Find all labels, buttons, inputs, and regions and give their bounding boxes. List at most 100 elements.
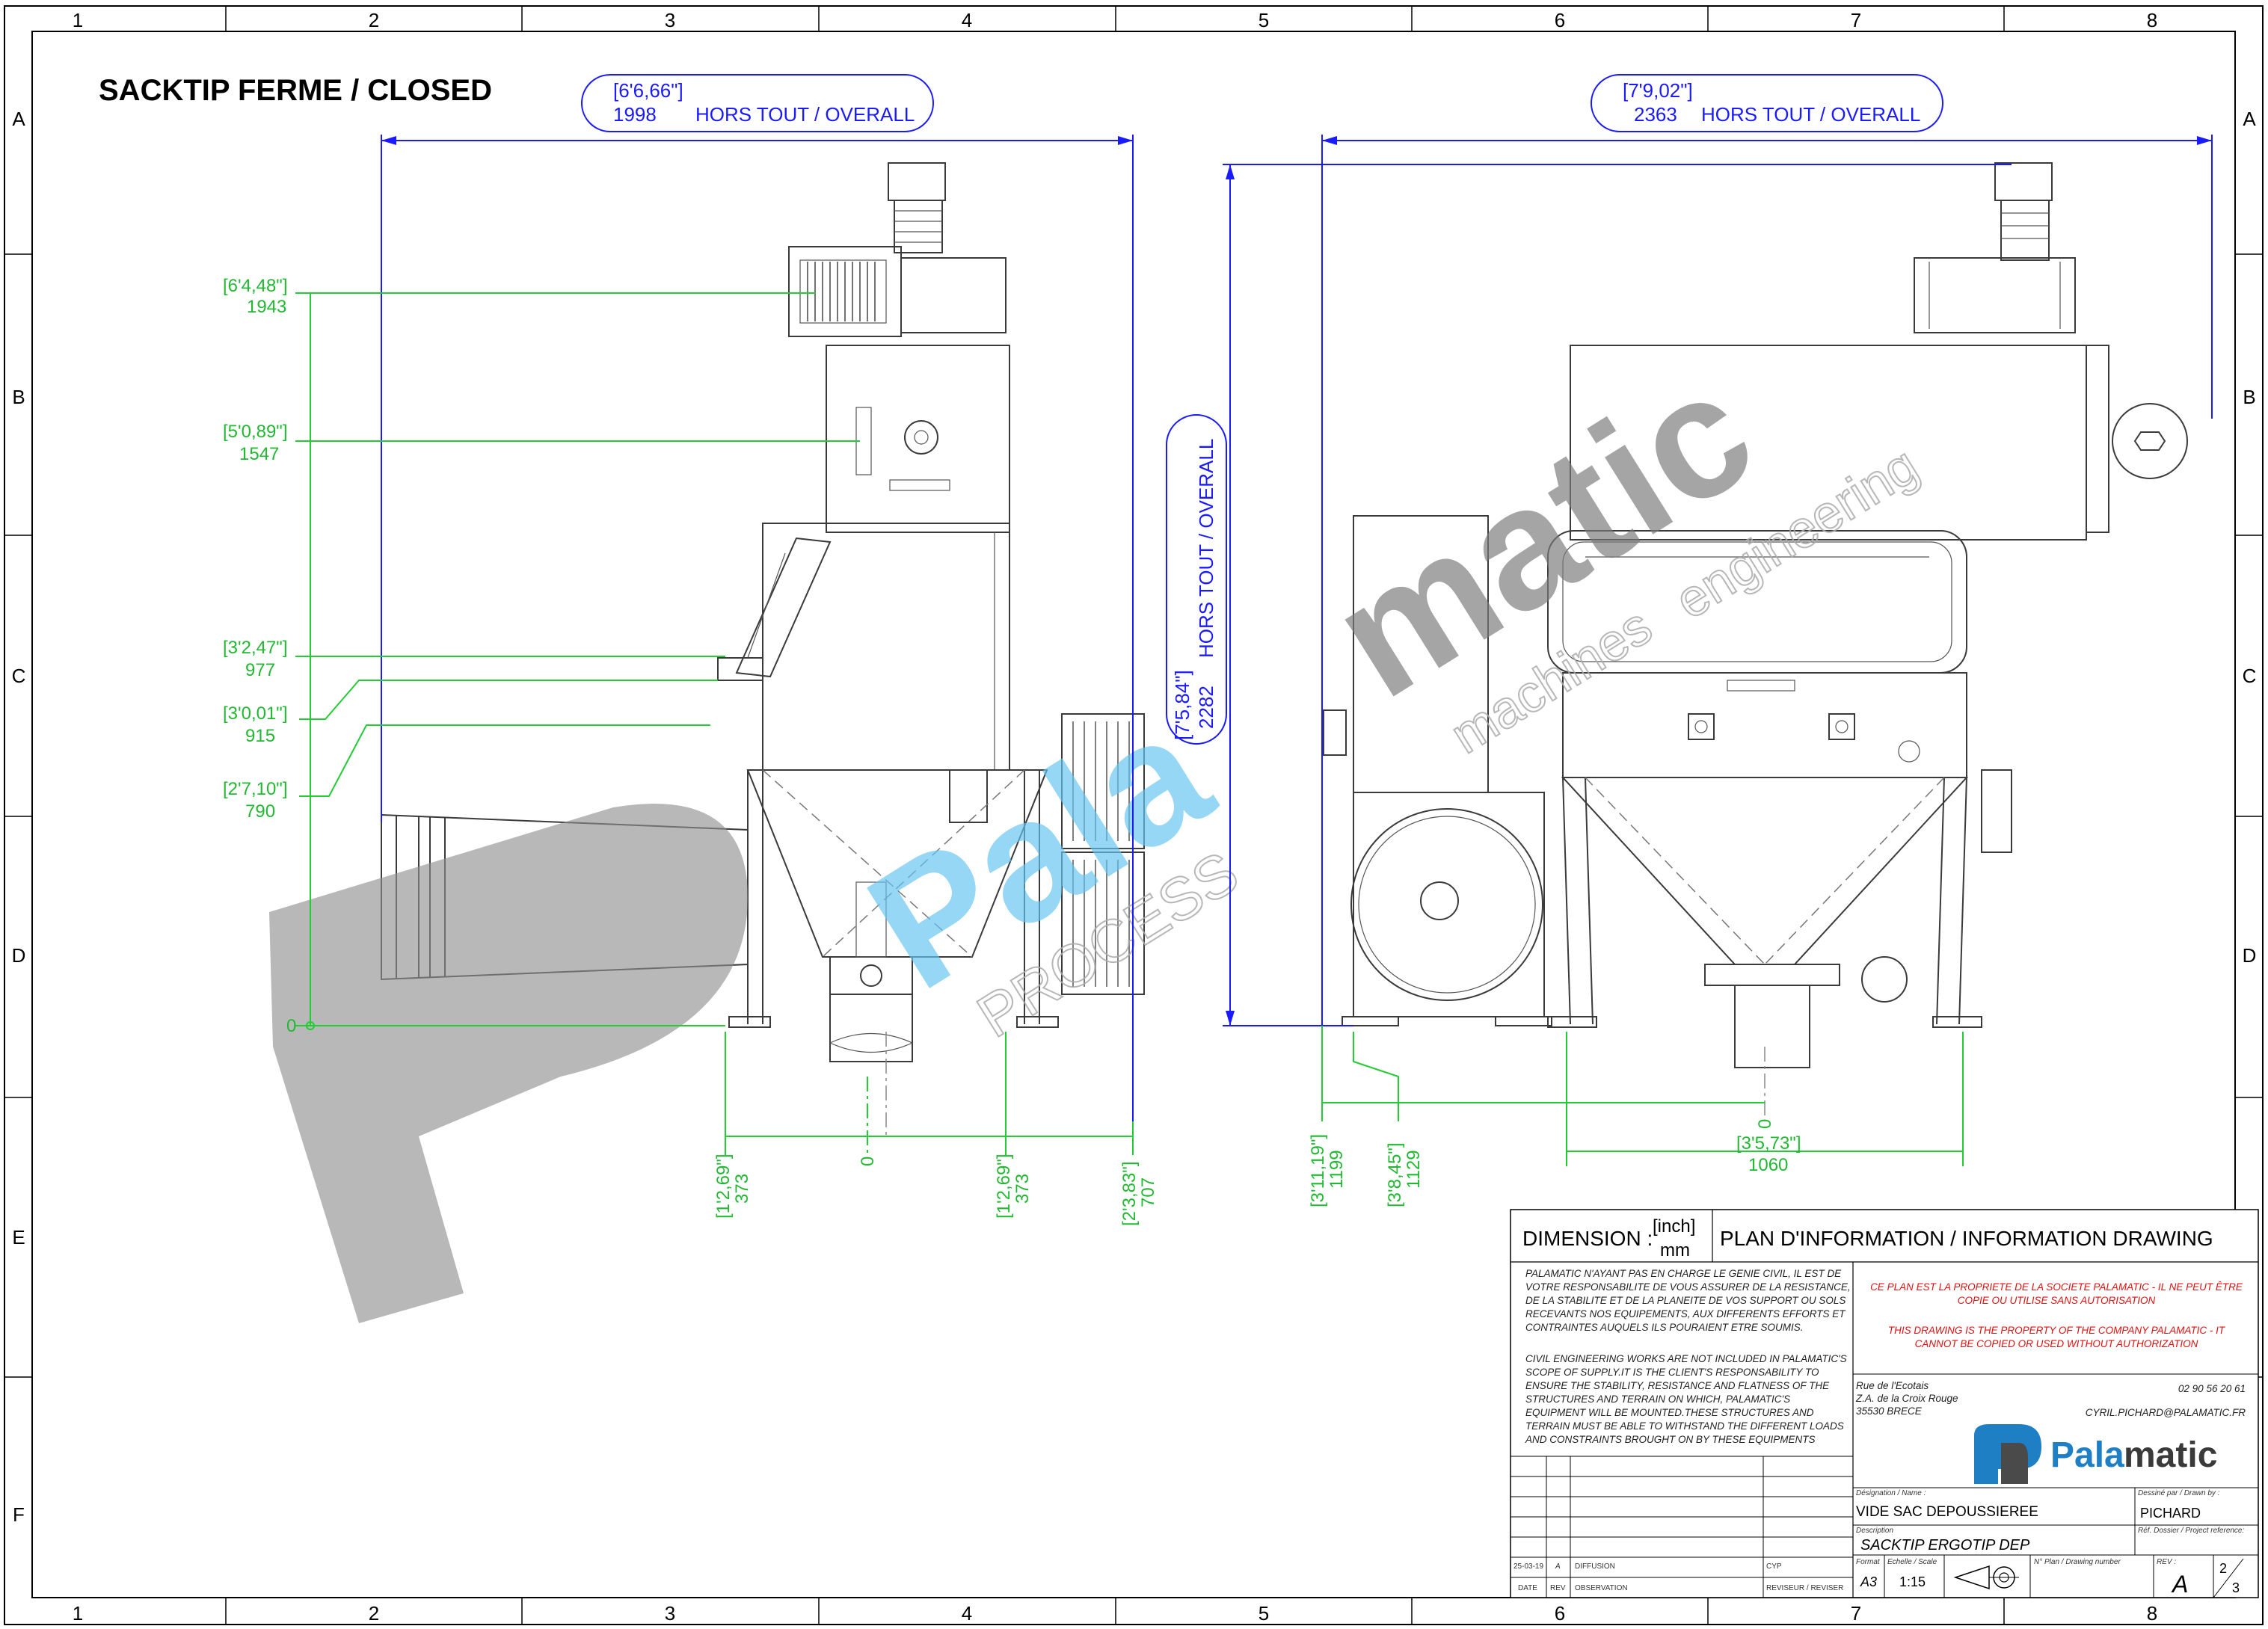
unit-mm: mm: [1660, 1240, 1690, 1260]
rev-head-observation: OBSERVATION: [1575, 1584, 1628, 1592]
front-height-dimension: [7'5,84"] 2282 HORS TOUT / OVERALL: [1166, 164, 2012, 1026]
front-height-mm: 2282: [1195, 686, 1217, 729]
zone-col-3-bottom: 3: [665, 1602, 675, 1625]
rev-head-rev: REV: [1550, 1584, 1566, 1592]
logo-text-part2: matic: [2124, 1435, 2217, 1475]
zone-row-f-left: F: [13, 1503, 25, 1526]
unit-inch: [inch]: [1653, 1216, 1695, 1237]
height-915-inch: [3'0,01"]: [223, 703, 288, 724]
logo-text-part1: Pala: [2050, 1435, 2124, 1475]
side-height-dimensions: [6'4,48"] 1943 [5'0,89"] 1547 [3'2,47"] …: [223, 276, 860, 1036]
project-ref-label: Réf. Dossier / Project reference:: [2138, 1527, 2244, 1535]
side-bottom-right-inch: [2'3,83"]: [1119, 1162, 1140, 1227]
civil-fr-line-2: VOTRE RESPONSABILITE DE VOUS ASSURER DE …: [1525, 1281, 1851, 1293]
height-915-mm: 915: [245, 726, 275, 746]
inner-frame: [31, 31, 2236, 1598]
drawing-title: SACKTIP FERME / CLOSED: [99, 74, 492, 107]
height-977-inch: [3'2,47"]: [223, 638, 288, 658]
front-bottom-1199-mm: 1199: [1327, 1150, 1347, 1189]
zone-row-d-left: D: [12, 944, 26, 967]
property-en-line-1: THIS DRAWING IS THE PROPERTY OF THE COMP…: [1888, 1325, 2226, 1336]
rev-row-observation: DIFFUSION: [1575, 1562, 1615, 1571]
zone-row-a-right: A: [2243, 108, 2256, 130]
description-label: Description: [1856, 1527, 1893, 1535]
zone-col-7-top: 7: [1851, 9, 1861, 31]
civil-en-line-2: SCOPE OF SUPPLY.IT IS THE CLIENT'S RESPO…: [1525, 1367, 1819, 1378]
description-value: SACKTIP ERGOTIP DEP: [1860, 1537, 2030, 1553]
zone-col-8-top: 8: [2147, 9, 2157, 31]
zone-col-7-bottom: 7: [1851, 1602, 1861, 1625]
side-bottom-zero: 0: [858, 1157, 878, 1166]
drawing-type: PLAN D'INFORMATION / INFORMATION DRAWING: [1720, 1227, 2213, 1250]
civil-en-line-4: STRUCTURES AND TERRAIN ON WHICH, PALAMAT…: [1525, 1394, 1790, 1405]
sheet-number: 2: [2219, 1561, 2227, 1576]
front-bottom-1129-mm: 1129: [1404, 1150, 1424, 1189]
zone-col-5-top: 5: [1259, 9, 1269, 31]
front-overall-inch: [7'9,02"]: [1623, 79, 1693, 102]
rev-head-reviser: REVISEUR / REVISER: [1766, 1584, 1843, 1592]
side-overall-inch: [6'6,66"]: [613, 79, 683, 102]
side-bottom-right-mm: 707: [1138, 1177, 1158, 1207]
civil-fr-line-3: DE LA STABILITE ET DE LA PLANEITE DE VOS…: [1525, 1295, 1846, 1306]
zone-row-b-right: B: [2243, 386, 2255, 408]
rev-head-date: DATE: [1518, 1584, 1537, 1592]
zone-col-8-bottom: 8: [2147, 1602, 2157, 1625]
height-1547-mm: 1547: [239, 444, 279, 464]
property-en-line-2: CANNOT BE COPIED OR USED WITHOUT AUTHORI…: [1915, 1338, 2198, 1349]
zone-col-3-top: 3: [665, 9, 675, 31]
height-1943-inch: [6'4,48"]: [223, 276, 288, 296]
designation-value: VIDE SAC DEPOUSSIEREE: [1856, 1504, 2038, 1520]
format-value: A3: [1860, 1574, 1877, 1589]
drawn-by-label: Dessiné par / Drawn by :: [2138, 1489, 2220, 1497]
front-bottom-zero: 0: [1755, 1119, 1775, 1129]
civil-en-line-5: EQUIPMENT WILL BE MOUNTED.THESE STRUCTUR…: [1525, 1407, 1814, 1418]
civil-fr-line-4: RECEVANTS NOS EQUIPEMENTS, AUX DIFFERENT…: [1525, 1308, 1846, 1319]
front-bottom-1199-inch: [3'11,19"]: [1308, 1134, 1328, 1207]
front-view-machine: [1323, 162, 2188, 1121]
civil-en-line-7: AND CONSTRAINTS BROUGHT ON BY THESE EQUI…: [1525, 1434, 1816, 1445]
zone-col-4-bottom: 4: [962, 1602, 972, 1625]
zone-col-1-bottom: 1: [73, 1602, 83, 1625]
side-bottom-left-mm: 373: [732, 1174, 752, 1204]
rev-value: A: [2171, 1571, 2188, 1598]
side-overall-label: HORS TOUT / OVERALL: [695, 103, 915, 126]
property-fr-line-1: CE PLAN EST LA PROPRIETE DE LA SOCIETE P…: [1870, 1281, 2243, 1293]
zone-row-d-right: D: [2243, 944, 2257, 967]
zone-col-4-top: 4: [962, 9, 972, 31]
zone-row-c-left: C: [12, 665, 26, 687]
designation-label: Désignation / Name :: [1856, 1489, 1926, 1497]
address-line-2: Z.A. de la Croix Rouge: [1855, 1393, 1958, 1404]
address-line-1: Rue de l'Ecotais: [1856, 1380, 1929, 1391]
rev-row-reviser: CYP: [1766, 1562, 1782, 1571]
civil-fr-line-1: PALAMATIC N'AYANT PAS EN CHARGE LE GENIE…: [1525, 1268, 1842, 1279]
height-1547-inch: [5'0,89"]: [223, 422, 288, 442]
civil-en-line-1: CIVIL ENGINEERING WORKS ARE NOT INCLUDED…: [1525, 1353, 1847, 1364]
projection-symbol: [1953, 1565, 2019, 1590]
front-bottom-1129-inch: [3'8,45"]: [1385, 1143, 1405, 1208]
scale-value: 1:15: [1899, 1574, 1926, 1589]
property-fr-line-2: COPIE OU UTILISE SANS AUTORISATION: [1958, 1295, 2156, 1306]
rev-row-rev: A: [1555, 1562, 1561, 1571]
side-overall-mm: 1998: [613, 103, 657, 126]
drawing-number-label: N° Plan / Drawing number: [2034, 1558, 2121, 1566]
company-phone: 02 90 56 20 61: [2178, 1383, 2246, 1394]
height-790-mm: 790: [245, 801, 275, 822]
front-overall-label: HORS TOUT / OVERALL: [1701, 103, 1920, 126]
sheet-total: 3: [2232, 1580, 2240, 1595]
format-label: Format: [1856, 1558, 1881, 1566]
rev-row-date: 25-03-19: [1513, 1562, 1543, 1571]
front-bottom-right-inch: [3'5,73"]: [1736, 1133, 1801, 1154]
outer-frame: [4, 5, 2264, 1625]
front-bottom-dimensions: [3'11,19"] 1199 [3'8,45"] 1129 0 [3'5,73…: [1308, 1026, 1964, 1208]
address-line-3: 35530 BRECE: [1856, 1405, 1923, 1417]
height-1943-mm: 1943: [247, 297, 286, 317]
front-height-inch: [7'5,84"]: [1171, 670, 1193, 740]
front-bottom-right-mm: 1060: [1748, 1155, 1788, 1175]
side-bottom-dimensions: [1'2,69"] 373 0 [1'2,69"] 373 [2'3,83"] …: [713, 1032, 1158, 1226]
side-bottom-mid-inch: [1'2,69"]: [994, 1154, 1014, 1219]
zone-row-c-right: C: [2243, 665, 2257, 687]
company-email: CYRIL.PICHARD@PALAMATIC.FR: [2086, 1407, 2246, 1418]
rev-label: REV :: [2157, 1558, 2176, 1566]
scale-label: Echelle / Scale: [1887, 1558, 1937, 1566]
